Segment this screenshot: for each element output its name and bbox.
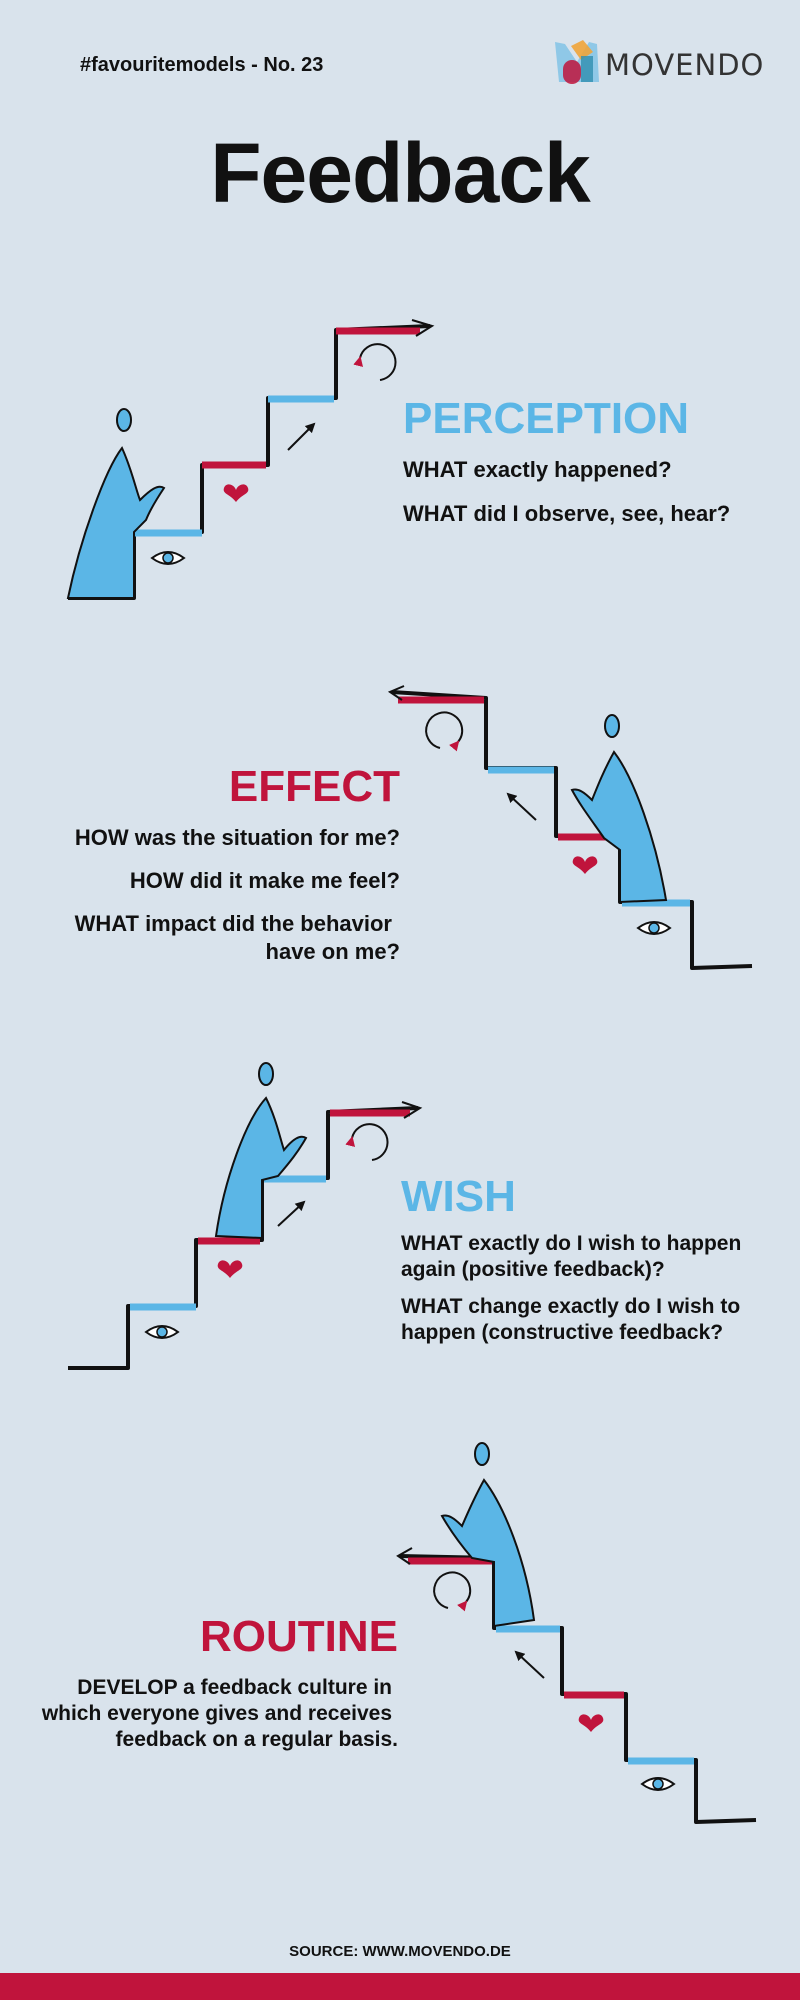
footer-bar xyxy=(0,1973,800,2000)
cycle-icon xyxy=(425,711,464,752)
effect-illustration xyxy=(387,685,753,970)
eye-icon xyxy=(636,921,672,935)
brand-name: MOVENDO xyxy=(605,48,765,82)
effect-line-3: WHAT impact did the behavior xyxy=(74,911,392,936)
brand-logo: MOVENDO xyxy=(553,38,763,88)
heart-icon xyxy=(217,1260,243,1278)
cycle-icon xyxy=(433,1571,472,1612)
wish-line-2: again (positive feedback)? xyxy=(401,1258,665,1281)
person-figure xyxy=(214,1062,308,1240)
cycle-icon xyxy=(345,1123,389,1161)
heart-icon xyxy=(223,484,249,502)
routine-title: ROUTINE xyxy=(200,1612,398,1661)
routine-line-1: DEVELOP a feedback culture in xyxy=(77,1676,392,1699)
effect-line-1: HOW was the situation for me? xyxy=(74,825,400,850)
person-figure xyxy=(66,408,166,599)
arrow-icon xyxy=(277,1200,306,1227)
eye-icon xyxy=(640,1777,676,1791)
eye-icon xyxy=(144,1325,180,1339)
perception-illustration xyxy=(66,319,435,600)
arrow-icon xyxy=(506,792,537,821)
wish-line-4: happen (constructive feedback? xyxy=(401,1321,724,1344)
effect-line-2: HOW did it make me feel? xyxy=(129,868,400,893)
routine-line-2: which everyone gives and receives xyxy=(41,1702,392,1725)
perception-line-1: WHAT exactly happened? xyxy=(403,457,672,482)
arrow-icon xyxy=(514,1650,545,1679)
heart-icon xyxy=(572,856,598,874)
person-figure xyxy=(440,1442,536,1628)
arrow-icon xyxy=(287,422,316,451)
wish-line-1: WHAT exactly do I wish to happen xyxy=(401,1232,742,1255)
effect-title: EFFECT xyxy=(228,762,400,811)
eye-icon xyxy=(150,551,186,565)
wish-title: WISH xyxy=(401,1172,516,1221)
routine-line-3: feedback on a regular basis. xyxy=(115,1728,398,1751)
wish-line-3: WHAT change exactly do I wish to xyxy=(401,1295,741,1318)
heart-icon xyxy=(578,1714,604,1732)
person-figure xyxy=(570,714,668,904)
effect-line-4: have on me? xyxy=(265,939,400,964)
routine-illustration xyxy=(396,1442,757,1824)
source-credit: SOURCE: WWW.MOVENDO.DE xyxy=(289,1943,511,1960)
page-title: Feedback xyxy=(210,126,591,220)
logo-mark-icon xyxy=(555,40,599,84)
cycle-icon xyxy=(353,343,397,381)
wish-illustration xyxy=(68,1062,423,1370)
perception-title: PERCEPTION xyxy=(403,394,690,443)
series-tag: #favouritemodels - No. 23 xyxy=(80,54,324,76)
perception-line-2: WHAT did I observe, see, hear? xyxy=(403,501,731,526)
